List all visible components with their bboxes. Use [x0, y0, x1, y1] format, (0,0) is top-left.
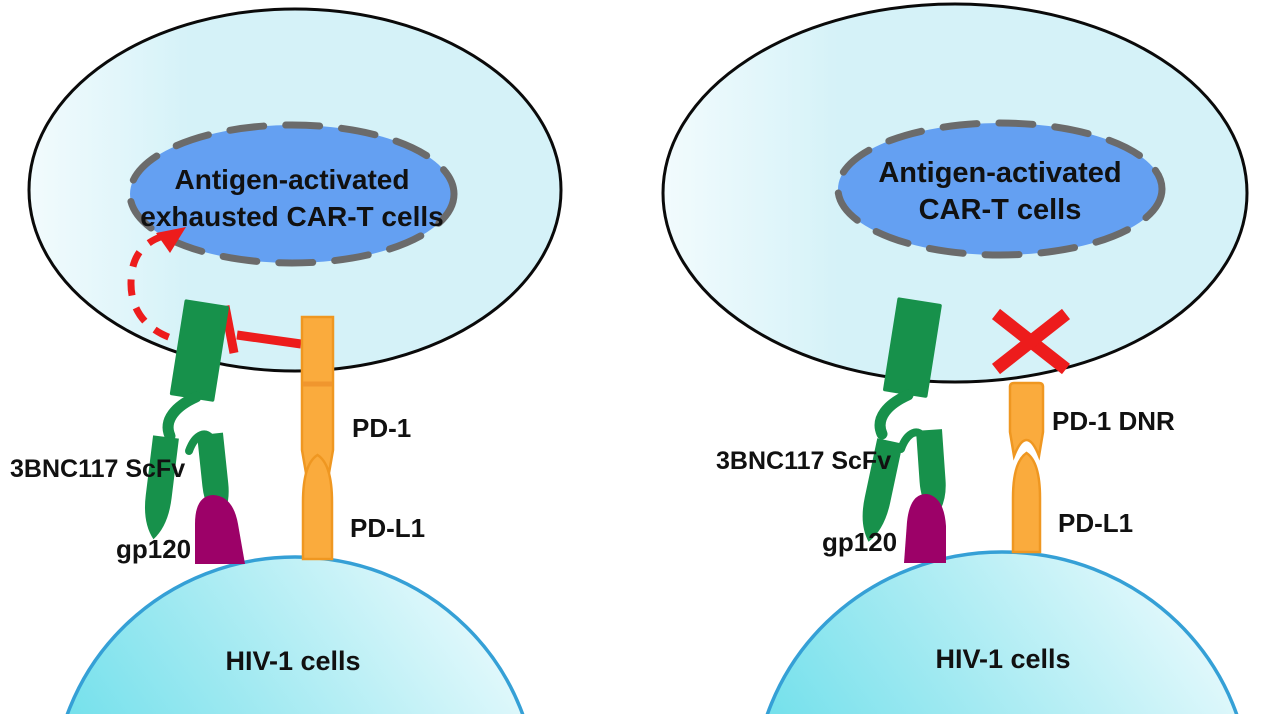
- car-construct: [855, 297, 949, 545]
- x-stroke-2: [991, 308, 1071, 375]
- left-panel: Antigen-activated exhausted CAR-T cells …: [10, 7, 563, 714]
- hiv-cell-label: HIV-1 cells: [225, 646, 360, 676]
- pdl1-ligand: [1011, 451, 1042, 554]
- pd1-dnr-receptor: [1008, 381, 1045, 461]
- gp120-antigen: [195, 495, 245, 564]
- pdl1-label: PD-L1: [350, 513, 425, 543]
- inhibition-t-bar-line: [236, 330, 302, 349]
- inhibition-arrowhead-icon: [156, 227, 186, 253]
- hiv-cell-body: [65, 555, 525, 714]
- blocked-signal-x-icon: [991, 308, 1071, 375]
- pdl1-ligand: [301, 453, 334, 561]
- gp120-antigen: [904, 493, 946, 563]
- nucleus: [126, 121, 458, 267]
- right-panel: Antigen-activated CAR-T cells 3BNC117 Sc…: [661, 2, 1249, 714]
- gp120-label: gp120: [822, 527, 897, 557]
- car-hinge: [874, 389, 914, 440]
- nucleus-label-line2: exhausted CAR-T cells: [140, 201, 443, 232]
- nucleus: [834, 119, 1166, 259]
- car-stalk: [883, 297, 942, 398]
- inhibition-dashed-arrow: [127, 232, 198, 347]
- scfv-label: 3BNC117 ScFv: [10, 455, 185, 483]
- car-scfv-arm-left: [140, 435, 179, 541]
- nucleus-label-line1: Antigen-activated: [175, 164, 410, 195]
- pdl1-label: PD-L1: [1058, 508, 1133, 538]
- car-stalk: [169, 299, 229, 402]
- car-construct: [140, 299, 233, 541]
- hiv-cell-body: [765, 550, 1239, 714]
- pd1-receptor: [300, 315, 335, 478]
- hiv-cell-label: HIV-1 cells: [935, 644, 1070, 674]
- scfv-label: 3BNC117 ScFv: [716, 447, 891, 475]
- nucleus-label-line2: CAR-T cells: [919, 194, 1082, 226]
- gp120-label: gp120: [116, 534, 191, 564]
- pd1-label: PD-1 DNR: [1052, 406, 1175, 436]
- car-hinge: [162, 391, 202, 442]
- nucleus-label-line1: Antigen-activated: [878, 157, 1121, 189]
- pd1-label: PD-1: [352, 413, 411, 443]
